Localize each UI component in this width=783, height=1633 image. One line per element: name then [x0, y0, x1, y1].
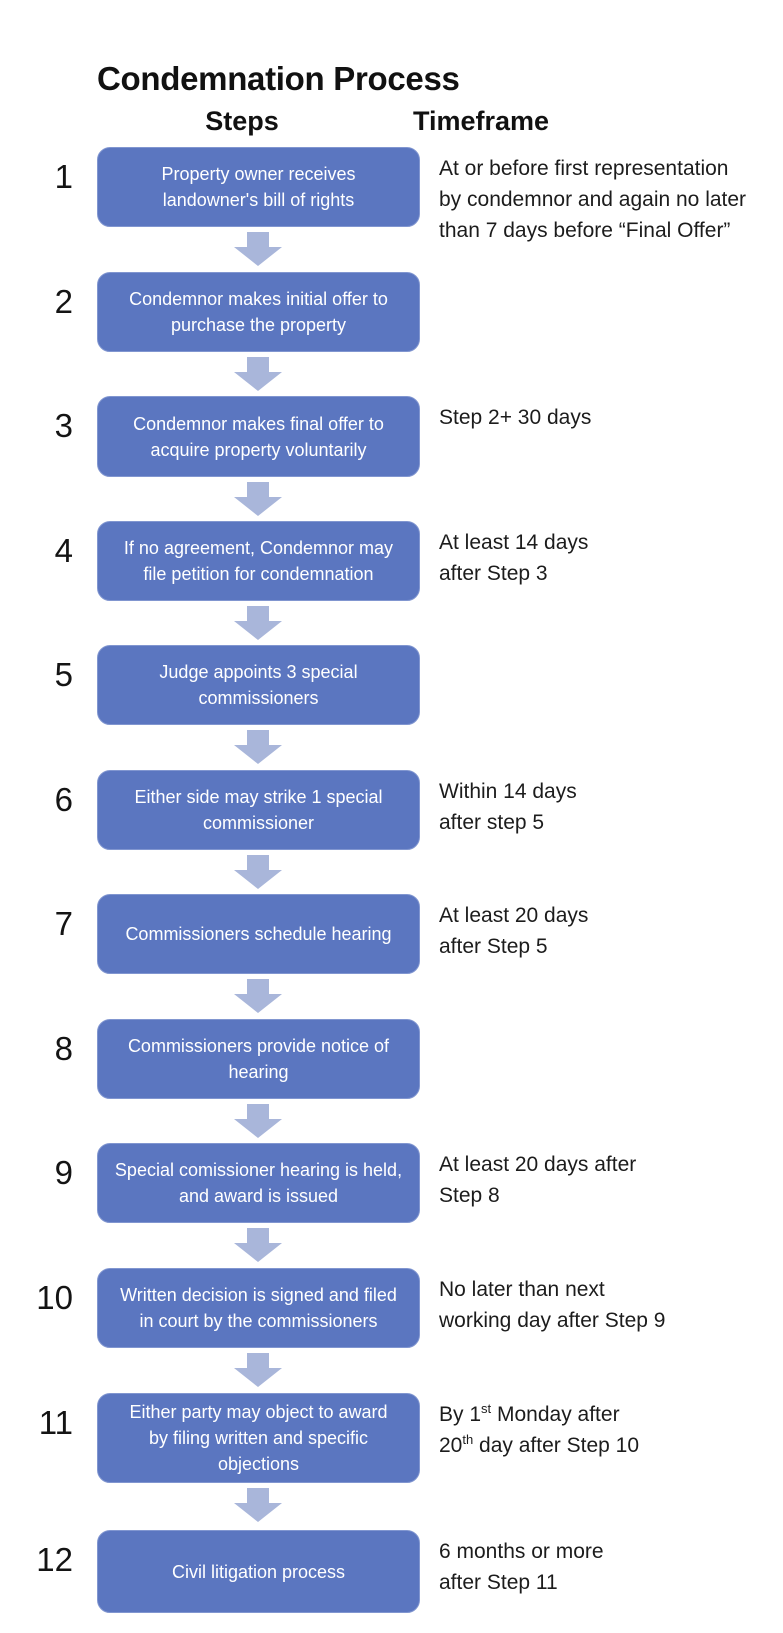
step-timeframe: No later than next working day after Step… — [439, 1274, 783, 1336]
step-box: Either side may strike 1 special commissi… — [97, 770, 420, 850]
timeframe-line: working day after Step 9 — [439, 1309, 666, 1332]
step-timeframe: At or before first representation by cond… — [439, 153, 783, 246]
timeframe-line: By 1st Monday after — [439, 1399, 783, 1430]
down-arrow-icon — [234, 357, 282, 391]
step-number: 11 — [38, 1404, 73, 1441]
down-arrow-icon — [234, 1228, 282, 1262]
step-number: 7 — [54, 905, 73, 942]
timeframe-line: after Step 3 — [439, 562, 548, 585]
step-box-label-line: Condemnor makes initial offer to — [129, 289, 388, 309]
step-box: Commissioners schedule hearing — [97, 894, 420, 974]
timeframe-line: Step 8 — [439, 1184, 500, 1207]
step-timeframe: Step 2+ 30 days — [439, 402, 783, 433]
timeframe-text: By 1 — [439, 1403, 482, 1426]
step-box: Civil litigation process — [97, 1530, 420, 1613]
step-number: 2 — [54, 283, 73, 320]
timeframe-line: Step 2+ 30 days — [439, 406, 592, 429]
step-timeframe: At least 14 days after Step 3 — [439, 527, 783, 589]
step-box-label-line: by filing written and specific — [148, 1428, 369, 1448]
step-box-label-line: landowner's bill of rights — [162, 190, 355, 210]
down-arrow-icon — [234, 979, 282, 1013]
step-box: Property owner receives landowner's bill … — [97, 147, 420, 227]
down-arrow-icon — [234, 855, 282, 889]
step-box-label-line: hearing — [228, 1062, 289, 1082]
step-box: Written decision is signed and filed in c… — [97, 1268, 420, 1348]
timeframe-line: No later than next — [439, 1278, 605, 1301]
step-box-label-line: Commissioners provide notice of — [127, 1036, 390, 1056]
timeframe-line: than 7 days before “Final Offer” — [439, 219, 731, 242]
step-box-label-line: file petition for condemnation — [143, 564, 374, 584]
step-box-label-line: Civil litigation process — [171, 1561, 346, 1582]
step-number: 6 — [54, 781, 73, 818]
step-box: Condemnor makes final offer to acquire pr… — [97, 396, 420, 477]
step-number: 12 — [36, 1541, 73, 1578]
step-box-label-line: Either party may object to award — [129, 1402, 388, 1422]
step-number: 5 — [54, 656, 73, 693]
step-box-label-line: commissioner — [202, 813, 315, 833]
step-box-label-line: acquire property voluntarily — [150, 439, 367, 460]
down-arrow-icon — [234, 1488, 282, 1522]
step-timeframe: 6 months or more after Step 11 — [439, 1536, 783, 1598]
step-box-label-line: purchase the property — [170, 315, 347, 335]
column-header-steps: Steps — [205, 106, 279, 136]
step-box-label-line: Written decision is signed and filed — [120, 1285, 397, 1305]
step-box-label-line: and award is issued — [178, 1186, 339, 1206]
timeframe-line: At least 14 days — [439, 531, 589, 554]
timeframe-line: by condemnor and again no later — [439, 188, 747, 211]
step-number: 9 — [54, 1154, 73, 1191]
step-box: Condemnor makes initial offer to purchase… — [97, 272, 420, 352]
timeframe-text: Monday after — [491, 1403, 620, 1426]
step-box-label-line: objections — [217, 1454, 300, 1474]
timeframe-text: day after Step 10 — [473, 1434, 639, 1457]
step-number: 10 — [36, 1279, 73, 1316]
step-box-label-line: Condemnor makes final offer to — [133, 413, 384, 434]
page-title: Condemnation Process — [97, 60, 460, 97]
timeframe-line: At least 20 days — [439, 904, 589, 927]
step-box-label-line: Either side may strike 1 special — [134, 787, 383, 807]
step-box-label-line: Judge appoints 3 special — [159, 662, 358, 682]
timeframe-line: At or before first representation — [439, 157, 729, 180]
timeframe-line: after Step 11 — [439, 1571, 558, 1594]
step-number: 4 — [54, 532, 73, 569]
step-box: Special comissioner hearing is held, and … — [97, 1143, 420, 1223]
step-number: 8 — [54, 1030, 73, 1067]
step-box: Either party may object to award by filin… — [97, 1393, 420, 1483]
step-box: Judge appoints 3 special commissioners — [97, 645, 420, 725]
step-box-label-line: Commissioners schedule hearing — [125, 924, 392, 944]
step-number: 3 — [54, 407, 73, 444]
step-timeframe: Within 14 days after step 5 — [439, 776, 783, 838]
step-box: Commissioners provide notice of hearing — [97, 1019, 420, 1099]
down-arrow-icon — [234, 606, 282, 640]
timeframe-line: after Step 5 — [439, 935, 548, 958]
step-box-label-line: in court by the commissioners — [139, 1311, 378, 1331]
down-arrow-icon — [234, 1353, 282, 1387]
down-arrow-icon — [234, 232, 282, 266]
step-timeframe: At least 20 days after Step 5 — [439, 900, 783, 962]
timeframe-line: Within 14 days — [439, 780, 577, 803]
step-box: If no agreement, Condemnor may file petit… — [97, 521, 420, 601]
ordinal-suffix: st — [481, 1401, 492, 1416]
ordinal-suffix: th — [462, 1432, 474, 1447]
step-box-label-line: Property owner receives — [161, 164, 356, 184]
timeframe-line: At least 20 days after — [439, 1153, 637, 1176]
timeframe-line: 6 months or more — [439, 1540, 604, 1563]
step-box-label-line: If no agreement, Condemnor may — [123, 538, 394, 558]
step-number: 1 — [54, 158, 73, 195]
down-arrow-icon — [234, 1104, 282, 1138]
down-arrow-icon — [234, 730, 282, 764]
timeframe-line: after step 5 — [439, 811, 545, 834]
timeframe-text: 20 — [439, 1434, 463, 1457]
step-box-label-line: Special comissioner hearing is held, — [114, 1160, 403, 1180]
timeframe-line: 20th day after Step 10 — [439, 1430, 783, 1461]
column-header-timeframe: Timeframe — [413, 106, 550, 136]
step-box-label-line: commissioners — [198, 688, 319, 708]
down-arrow-icon — [234, 482, 282, 516]
